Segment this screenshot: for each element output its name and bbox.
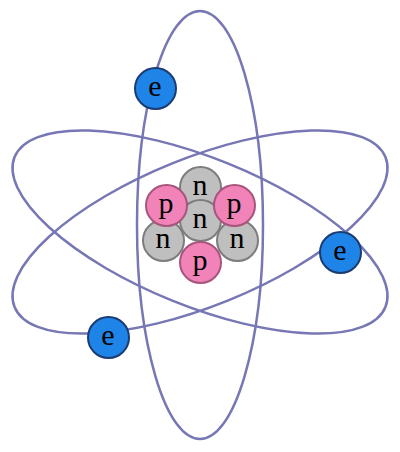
- proton-circle: p: [179, 241, 222, 284]
- electron-circle: e: [87, 316, 130, 359]
- proton-circle: p: [145, 184, 188, 227]
- particle-letter: n: [156, 223, 171, 253]
- particle-letter: p: [159, 188, 174, 218]
- particle-letter: n: [193, 203, 208, 233]
- particle-letter: e: [101, 320, 114, 350]
- electron-circle: e: [319, 231, 362, 274]
- proton-circle: p: [213, 184, 256, 227]
- particle-letter: e: [148, 71, 161, 101]
- orbit-ellipse: [137, 11, 263, 439]
- orbit-ellipse: [0, 88, 400, 375]
- orbit-ellipse: [0, 88, 400, 375]
- particle-letter: n: [230, 223, 245, 253]
- particle-letter: n: [193, 170, 208, 200]
- particle-letter: p: [227, 188, 242, 218]
- electron-circle: e: [134, 67, 177, 110]
- particle-letter: p: [193, 245, 208, 275]
- particle-letter: e: [333, 235, 346, 265]
